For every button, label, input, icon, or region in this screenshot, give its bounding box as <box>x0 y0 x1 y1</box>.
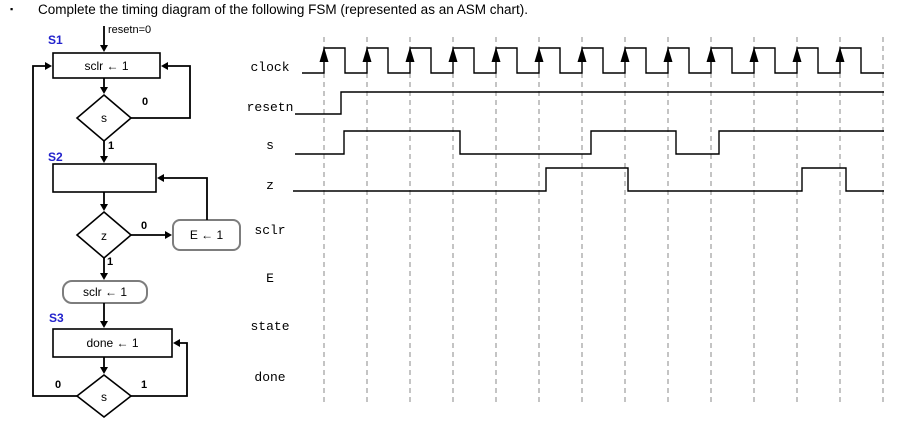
sclr-output-action: sclr ← 1 <box>82 285 127 299</box>
state-box-s2 <box>52 163 157 193</box>
signal-label-sclr: sclr <box>254 223 286 238</box>
d1-yes-label: 1 <box>108 140 115 152</box>
title-bullet: ▪ <box>10 4 14 14</box>
conditional-output-box-sclr <box>62 280 148 304</box>
arrowhead-s1-d1 <box>100 87 108 94</box>
d1-no-loop-line <box>131 65 191 119</box>
clock-rising-edge-arrow <box>706 47 716 62</box>
d3-no-loop-line <box>32 65 77 397</box>
e-loop-to-s2-line <box>164 177 208 220</box>
clock-rising-edge-arrow <box>534 47 544 62</box>
arrowhead-s3-d3 <box>100 367 108 374</box>
signal-label-clock: clock <box>250 60 290 75</box>
signal-label-z: z <box>266 178 274 193</box>
d2-condition: z <box>101 229 107 243</box>
signal-label-done: done <box>254 370 286 385</box>
d3-no-label: 0 <box>55 379 62 391</box>
arrowhead-into-s2-right <box>157 174 164 182</box>
s3-action: done ← 1 <box>86 336 139 350</box>
signal-label-e: E <box>266 271 274 286</box>
clock-rising-edge-arrow <box>749 47 759 62</box>
clock-rising-edge-arrow <box>620 47 630 62</box>
s1-action: sclr ← 1 <box>84 59 129 73</box>
clock-rising-edge-arrow <box>792 47 802 62</box>
state-tag-s2: S2 <box>48 150 63 164</box>
arrowhead-into-sclr-box <box>100 273 108 280</box>
clock-rising-edge-arrow <box>663 47 673 62</box>
clock-rising-edge-arrow <box>835 47 845 62</box>
signal-label-resetn: resetn <box>246 100 294 115</box>
arrowhead-entry <box>100 45 108 52</box>
waveform-clock <box>302 47 884 74</box>
state-tag-s1: S1 <box>48 33 63 47</box>
arrowhead-into-e-box <box>165 231 172 239</box>
d3-yes-loop-line <box>131 342 188 397</box>
d1-no-label: 0 <box>142 96 149 108</box>
waveform-z <box>293 167 884 192</box>
clock-rising-edge-arrow <box>319 47 329 62</box>
e-output-action: E ← 1 <box>189 228 224 242</box>
signal-label-s: s <box>266 138 274 153</box>
arrowhead-into-s1-left <box>45 62 52 70</box>
d3-condition: s <box>101 390 107 404</box>
d1-condition: s <box>101 111 107 125</box>
clock-rising-edge-arrow <box>448 47 458 62</box>
page-title: Complete the timing diagram of the follo… <box>38 2 528 17</box>
arrowhead-into-s2-top <box>100 156 108 163</box>
clock-rising-edge-arrow <box>362 47 372 62</box>
waveform-s <box>295 130 884 155</box>
arrowhead-into-s3-top <box>100 321 108 328</box>
d3-yes-label: 1 <box>141 379 148 391</box>
clock-rising-edge-arrow <box>491 47 501 62</box>
d2-yes-label: 1 <box>107 256 114 268</box>
decision-diamond-s-bottom <box>75 373 133 419</box>
signal-label-state: state <box>250 319 290 334</box>
d2-no-label: 0 <box>141 220 148 232</box>
clock-rising-edge-arrow <box>577 47 587 62</box>
entry-condition-label: resetn=0 <box>108 24 152 36</box>
clock-rising-edge-arrow <box>405 47 415 62</box>
waveform-resetn <box>295 91 884 115</box>
arrowhead-into-s3-right <box>173 339 180 347</box>
state-box-s1 <box>52 52 161 79</box>
state-box-s3 <box>52 328 173 358</box>
state-tag-s3: S3 <box>49 311 64 325</box>
arrowhead-s2-d2 <box>100 204 108 211</box>
arrowhead-into-s1-right <box>161 62 168 70</box>
